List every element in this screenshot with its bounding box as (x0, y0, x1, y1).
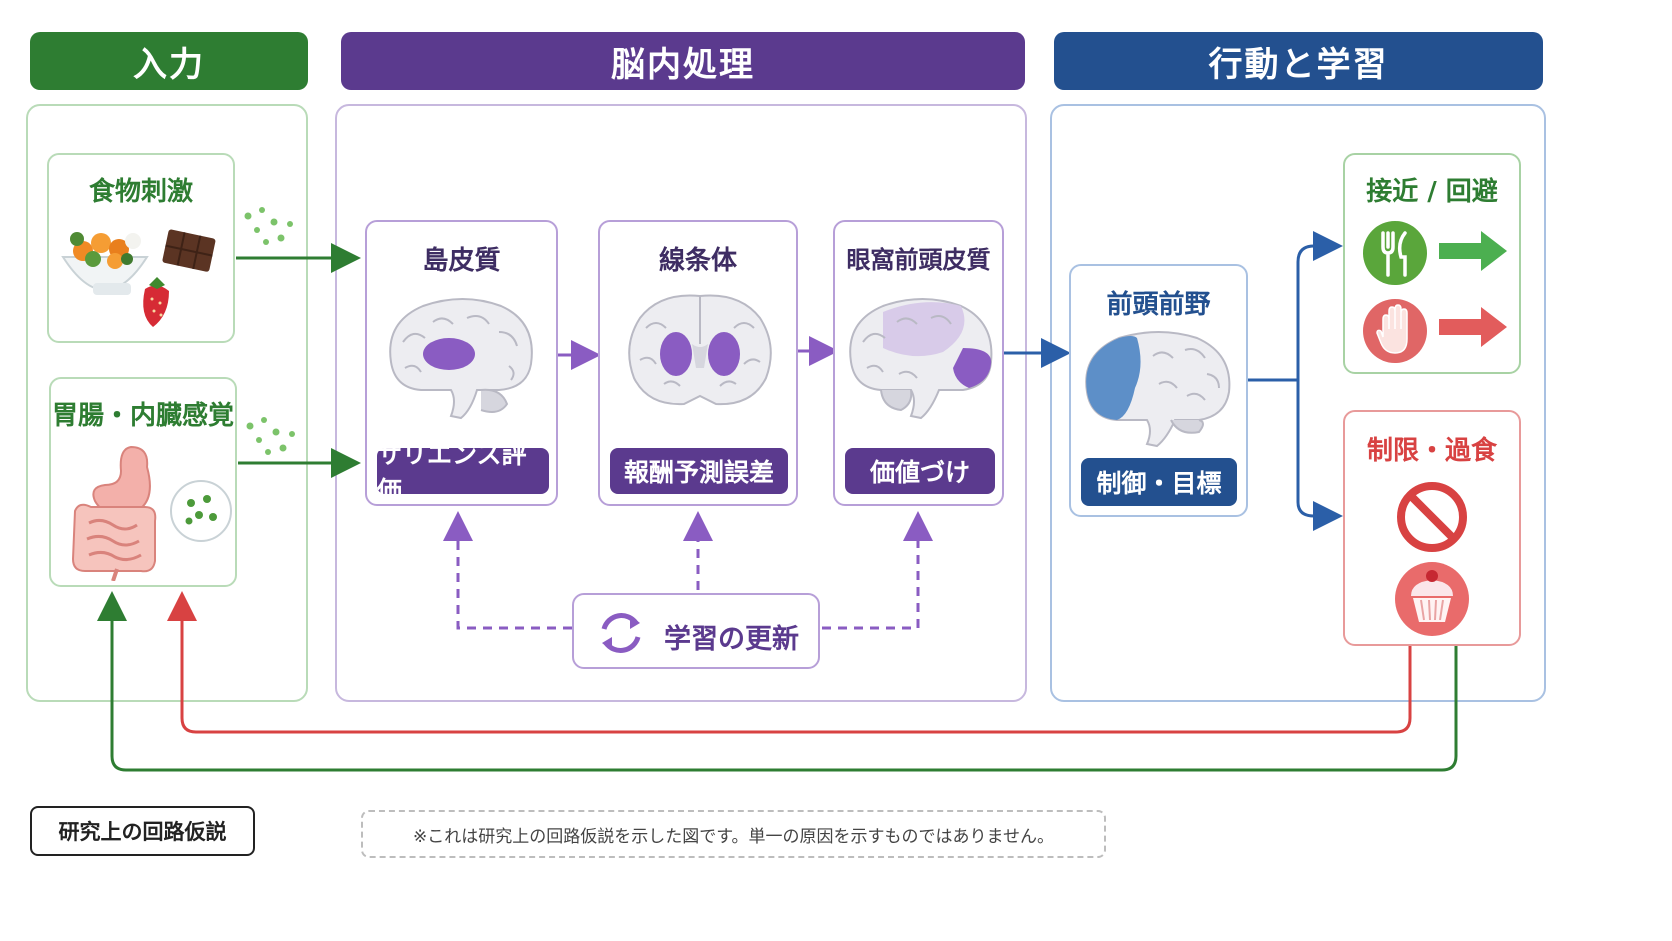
approach-avoid-card: 接近 / 回避 (1343, 153, 1521, 374)
stomach-intestine-icon (71, 445, 232, 581)
header-brain-processing: 脳内処理 (341, 32, 1025, 90)
food-stimulus-card: 食物刺激 (47, 153, 235, 343)
visceral-sense-title: 胃腸・内臓感覚 (51, 401, 234, 431)
learning-update-label: 学習の更新 (664, 624, 799, 655)
visceral-sense-card: 胃腸・内臓感覚 (49, 377, 237, 587)
prefrontal-cortex-card: 前頭前野 制御・目標 (1069, 264, 1248, 517)
insula-card: 島皮質 サリエンス評価 (365, 220, 558, 506)
insula-title: 島皮質 (422, 246, 501, 276)
disclaimer-note: ※これは研究上の回路仮説を示した図です。単一の原因を示すものではありません。 (361, 810, 1106, 858)
arrow-right-red-icon (1439, 307, 1507, 347)
learning-update-box: 学習の更新 (572, 593, 820, 669)
prohibited-icon (1397, 482, 1467, 552)
refresh-cycle-icon (601, 613, 641, 653)
cupcake-icon (1395, 562, 1469, 636)
restriction-overeating-card: 制限・過食 (1343, 410, 1521, 646)
salience-evaluation-label: サリエンス評価 (377, 440, 549, 505)
brain-prefrontal-icon (1085, 331, 1231, 448)
brain-orbitofrontal-icon (849, 298, 993, 420)
approach-avoid-title: 接近 / 回避 (1366, 177, 1498, 207)
valuation-label: 価値づけ (845, 448, 995, 494)
brain-insula-icon (389, 298, 533, 420)
fork-knife-icon (1363, 221, 1427, 285)
food-bowl-chocolate-strawberry-icon (61, 229, 216, 327)
research-hypothesis-badge: 研究上の回路仮説 (30, 806, 255, 856)
header-behavior-learning: 行動と学習 (1054, 32, 1543, 90)
stop-hand-icon (1363, 299, 1427, 363)
striatum-title: 線条体 (658, 246, 737, 276)
reward-prediction-error-label: 報酬予測誤差 (610, 448, 788, 494)
brain-striatum-icon (628, 294, 772, 406)
arrow-right-green-icon (1439, 231, 1507, 271)
striatum-card: 線条体 報酬予測誤差 (598, 220, 798, 506)
restriction-overeating-title: 制限・過食 (1366, 436, 1497, 466)
orbitofrontal-cortex-card: 眼窩前頭皮質 価値づけ (833, 220, 1004, 506)
food-stimulus-title: 食物刺激 (88, 177, 193, 207)
orbitofrontal-cortex-title: 眼窩前頭皮質 (846, 246, 991, 274)
control-goal-label: 制御・目標 (1081, 458, 1237, 506)
header-input: 入力 (30, 32, 308, 90)
prefrontal-cortex-title: 前頭前野 (1106, 290, 1211, 320)
